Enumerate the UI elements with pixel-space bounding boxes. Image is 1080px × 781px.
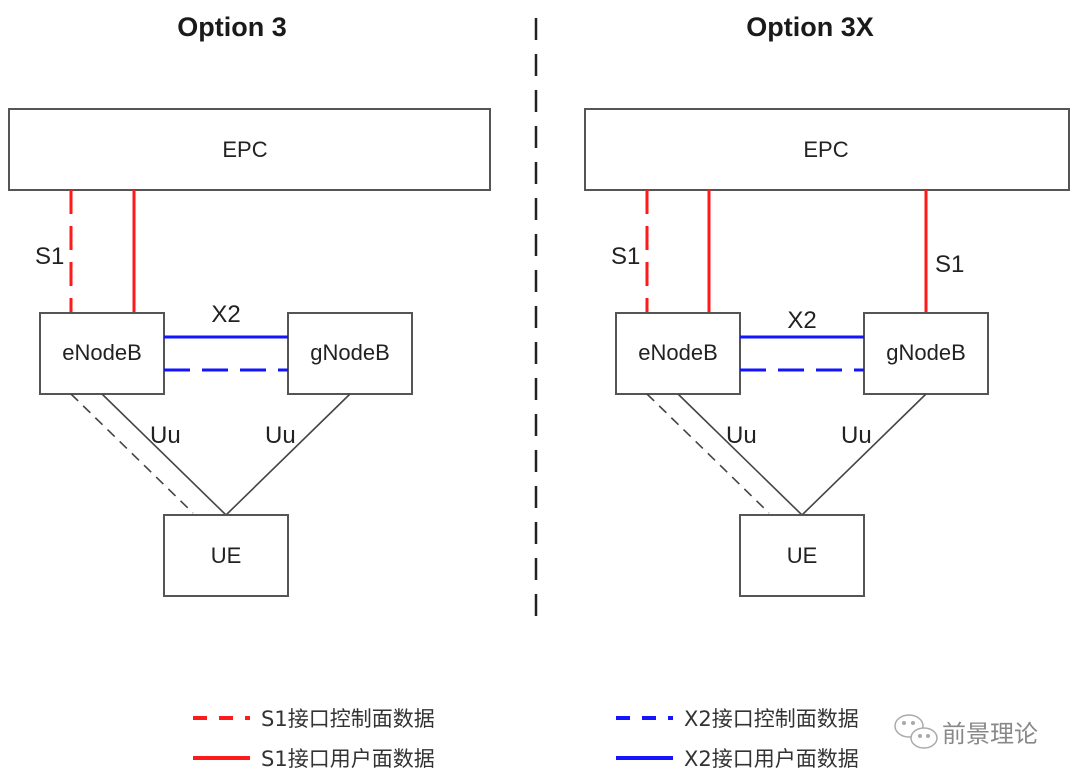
epc-label: EPC [222, 137, 267, 162]
uu-label-enb: Uu [726, 422, 757, 449]
watermark-text: 前景理论 [942, 720, 1038, 748]
legend: S1接口控制面数据 S1接口用户面数据 X2接口控制面数据 X2接口用户面数据 [193, 707, 859, 771]
panel-option-3: Option 3 EPC S1 eNodeB gNodeB X2 Uu Uu U… [8, 12, 491, 597]
uu-user-line-enb [677, 393, 803, 516]
s1-label: S1 [35, 243, 64, 270]
uu-user-line-enb [101, 393, 227, 516]
watermark: 前景理论 [894, 714, 1038, 749]
epc-node [584, 108, 1070, 191]
wechat-icon [894, 714, 938, 749]
uu-control-line-enb [646, 393, 770, 514]
epc-label: EPC [803, 137, 848, 162]
s1-label: S1 [611, 243, 640, 270]
panel-title: Option 3X [746, 12, 874, 42]
x2-label: X2 [787, 307, 816, 334]
enodeb-label: eNodeB [638, 340, 718, 365]
uu-label-enb: Uu [150, 422, 181, 449]
epc-node [8, 108, 491, 191]
gnodeb-node [863, 312, 989, 395]
uu-control-line-enb [70, 393, 194, 514]
uu-line-gnb [225, 393, 351, 516]
legend-label: S1接口用户面数据 [261, 747, 435, 771]
uu-label-gnb: Uu [265, 422, 296, 449]
enodeb-node [615, 312, 741, 395]
legend-label: X2接口控制面数据 [684, 707, 859, 731]
panel-title: Option 3 [177, 12, 287, 42]
panel-option-3x: Option 3X EPC S1 S1 eNodeB gNodeB X2 Uu … [584, 12, 1070, 597]
x2-label: X2 [211, 301, 240, 328]
ue-label: UE [211, 543, 242, 568]
legend-label: X2接口用户面数据 [684, 747, 859, 771]
enodeb-label: eNodeB [62, 340, 142, 365]
gnodeb-label: gNodeB [310, 340, 390, 365]
gnodeb-label: gNodeB [886, 340, 966, 365]
uu-line-gnb [801, 393, 927, 516]
s1-label-gnb: S1 [935, 251, 964, 278]
ue-node [739, 514, 865, 597]
legend-label: S1接口控制面数据 [261, 707, 435, 731]
ue-label: UE [787, 543, 818, 568]
uu-label-gnb: Uu [841, 422, 872, 449]
ue-node [163, 514, 289, 597]
gnodeb-node [287, 312, 413, 395]
